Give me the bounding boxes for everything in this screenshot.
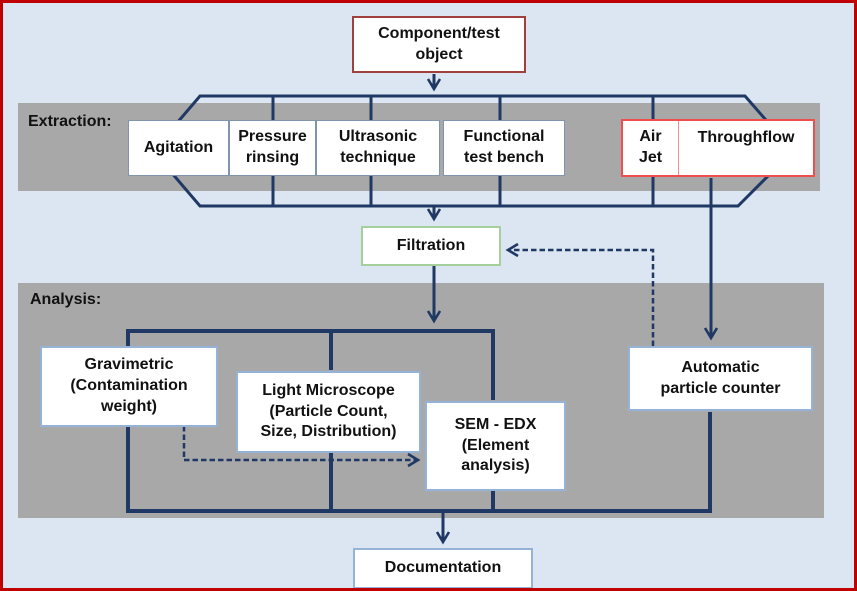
gravimetric-label-line3: weight) bbox=[101, 397, 157, 415]
air-jet-label-line2: Jet bbox=[638, 149, 663, 166]
air-jet-label-line1: Air bbox=[639, 128, 662, 146]
light-microscope-label-line3: Size, Distribution) bbox=[260, 423, 397, 441]
box-gravimetric: Gravimetric (Contamination weight) bbox=[40, 346, 218, 427]
functional-label-line1: Functional bbox=[463, 128, 545, 146]
sem-edx-label-line1: SEM - EDX bbox=[454, 415, 537, 433]
analysis-label: Analysis: bbox=[30, 291, 102, 308]
flow-lines-layer bbox=[126, 74, 796, 545]
box-air-jet: Air Jet bbox=[623, 121, 679, 175]
box-agitation: Agitation bbox=[128, 120, 229, 176]
functional-label-line2: test bench bbox=[463, 149, 544, 166]
analysis-distribution-line bbox=[126, 329, 495, 400]
light-microscope-label-line1: Light Microscope bbox=[262, 381, 395, 399]
light-microscope-label-line2: (Particle Count, bbox=[269, 402, 388, 420]
box-documentation: Documentation bbox=[353, 548, 533, 588]
documentation-label: Documentation bbox=[384, 559, 502, 577]
particle-counter-label-line1: Automatic bbox=[681, 358, 760, 376]
throughflow-label: Throughflow bbox=[697, 129, 795, 146]
agitation-label: Agitation bbox=[143, 138, 214, 156]
box-throughflow: Throughflow bbox=[679, 121, 813, 175]
ultrasonic-label-line2: technique bbox=[340, 149, 416, 166]
sem-edx-label-line3: analysis) bbox=[461, 457, 530, 475]
component-test-object-box: Component/test object bbox=[352, 16, 526, 73]
dashed-arrow-gravimetric-to-sem-edx bbox=[182, 426, 421, 468]
box-sem-edx: SEM - EDX (Element analysis) bbox=[425, 401, 566, 491]
ultrasonic-label-line1: Ultrasonic bbox=[338, 128, 418, 146]
component-label-line1: Component/test bbox=[378, 24, 500, 42]
extraction-label: Extraction: bbox=[28, 113, 112, 130]
dashed-arrow-particle-counter-to-filtration bbox=[505, 242, 655, 346]
box-filtration: Filtration bbox=[361, 226, 501, 266]
box-ultrasonic-technique: Ultrasonic technique bbox=[316, 120, 440, 176]
gravimetric-label-line1: Gravimetric bbox=[84, 356, 174, 374]
box-automatic-particle-counter: Automatic particle counter bbox=[628, 346, 813, 411]
box-pressure-rinsing: Pressure rinsing bbox=[229, 120, 316, 176]
sem-edx-label-line2: (Element bbox=[461, 436, 530, 454]
results-collector-line bbox=[126, 412, 712, 513]
air-jet-throughflow-group: Air Jet Throughflow bbox=[621, 119, 815, 177]
box-light-microscope: Light Microscope (Particle Count, Size, … bbox=[236, 371, 421, 453]
filtration-label: Filtration bbox=[396, 236, 466, 254]
pressure-label-line2: rinsing bbox=[245, 149, 300, 166]
gravimetric-label-line2: (Contamination bbox=[70, 377, 188, 395]
pressure-label-line1: Pressure bbox=[238, 128, 307, 146]
box-functional-test-bench: Functional test bench bbox=[443, 120, 565, 176]
particle-counter-label-line2: particle counter bbox=[660, 379, 781, 397]
component-label-line2: object bbox=[415, 45, 463, 63]
